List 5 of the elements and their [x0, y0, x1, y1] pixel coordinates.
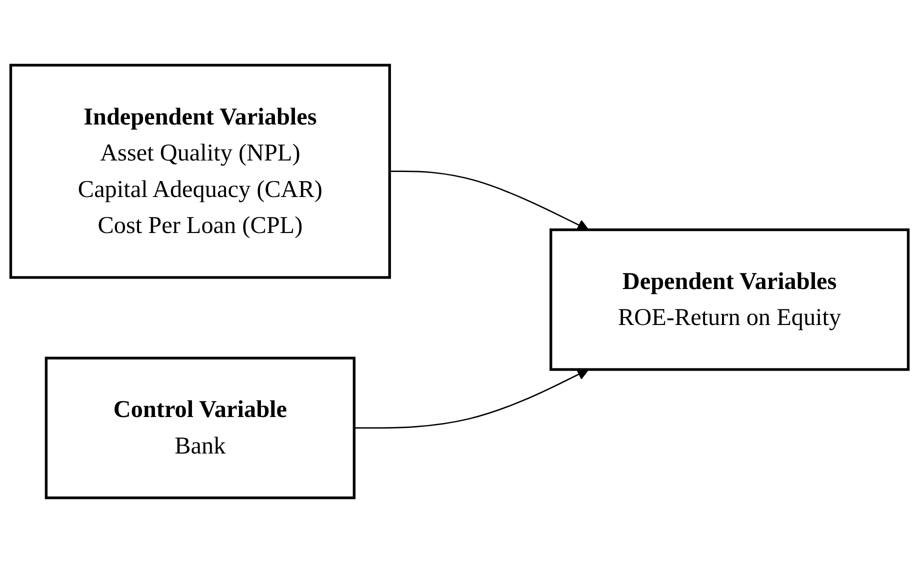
- arrow: [390, 170, 589, 230]
- node-box: [9, 64, 391, 279]
- arrow: [354, 368, 589, 429]
- node-box: [550, 228, 910, 371]
- node-box: [44, 356, 356, 500]
